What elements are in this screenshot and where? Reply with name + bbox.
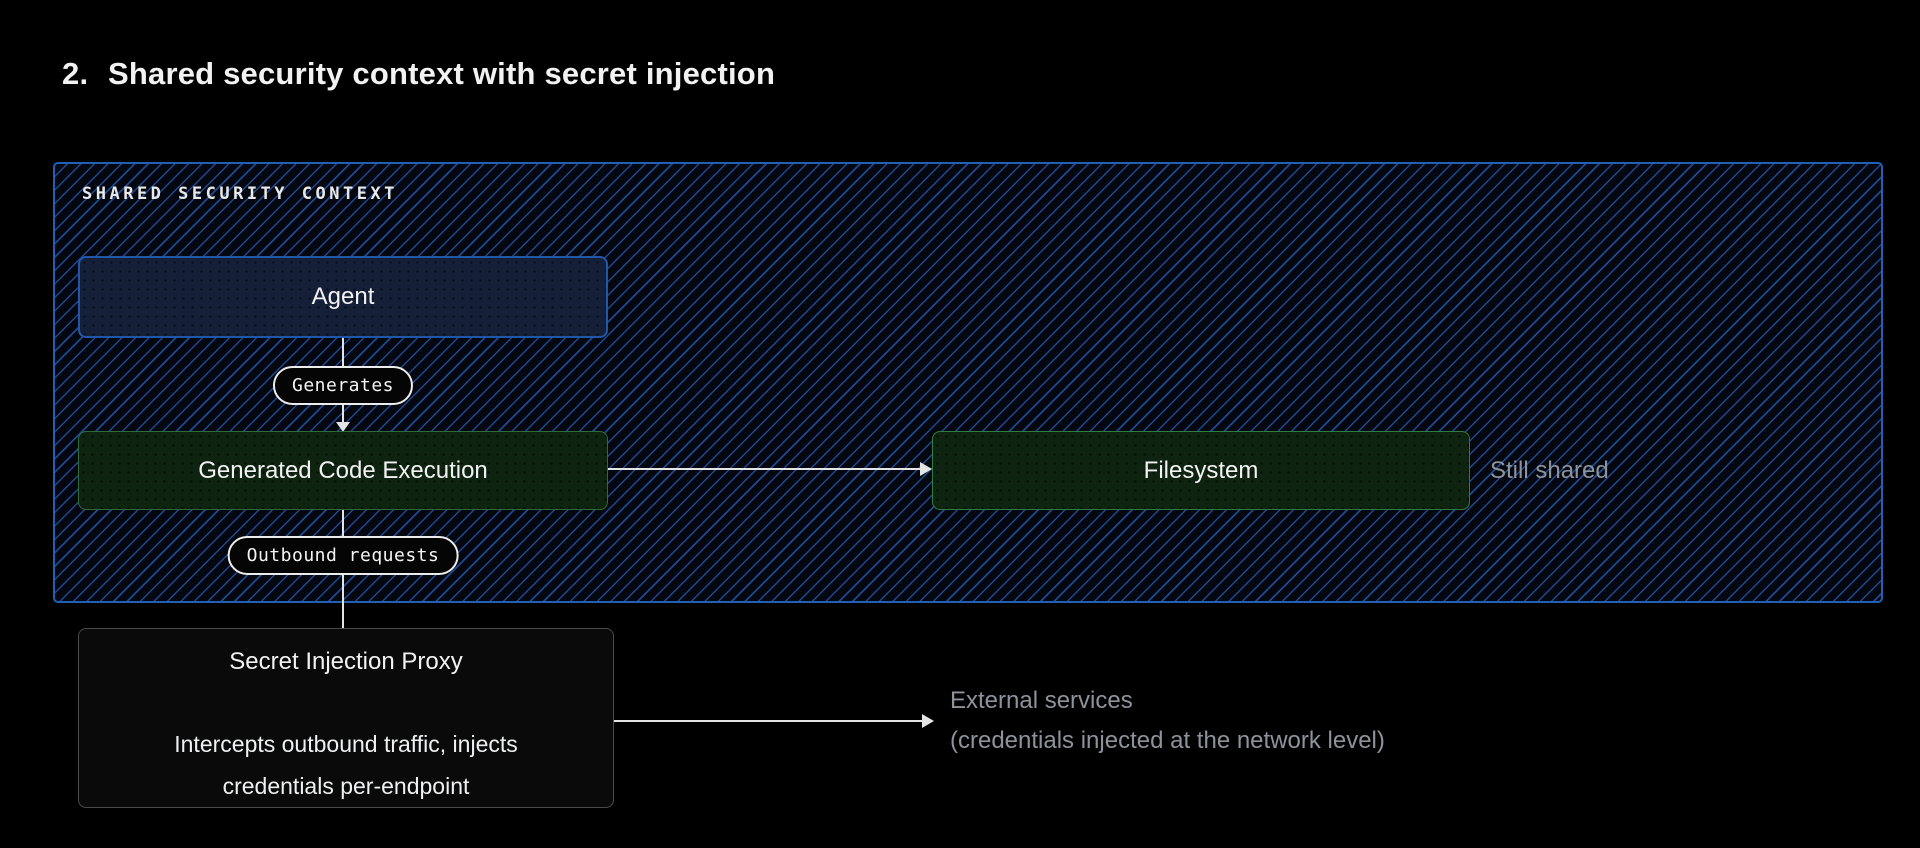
external-services-annotation-line-2: (credentials injected at the network lev… <box>950 727 1385 754</box>
outbound-requests-pill: Outbound requests <box>227 536 459 575</box>
generates-label: Generates <box>291 375 395 396</box>
filesystem-label: Filesystem <box>1143 456 1259 484</box>
filesystem-node: Filesystem <box>932 431 1470 510</box>
shared-security-context-label: SHARED SECURITY CONTEXT <box>82 184 398 204</box>
agent-node: Agent <box>78 256 608 338</box>
page-title-number: 2. <box>62 56 89 91</box>
secret-injection-proxy-node: Secret Injection Proxy Intercepts outbou… <box>78 628 614 808</box>
page-title: 2. Shared security context with secret i… <box>62 56 775 92</box>
generates-pill: Generates <box>272 366 414 405</box>
agent-label: Agent <box>311 283 375 310</box>
generated-code-execution-node: Generated Code Execution <box>78 431 608 510</box>
secret-injection-proxy-title: Secret Injection Proxy <box>229 648 463 675</box>
shared-security-context-box: SHARED SECURITY CONTEXT <box>53 162 1883 603</box>
outbound-requests-label: Outbound requests <box>246 545 440 566</box>
page-title-text: Shared security context with secret inje… <box>108 56 776 91</box>
arrow-proxy-to-external-services <box>608 714 934 728</box>
proxy-description-line-1: Intercepts outbound traffic, injects <box>174 731 518 757</box>
secret-injection-proxy-description: Intercepts outbound traffic, injects cre… <box>79 723 613 807</box>
generated-code-execution-label: Generated Code Execution <box>198 456 488 484</box>
external-services-annotation-line-1: External services <box>950 687 1133 714</box>
still-shared-annotation: Still shared <box>1490 457 1609 484</box>
proxy-description-line-2: credentials per-endpoint <box>222 773 470 799</box>
